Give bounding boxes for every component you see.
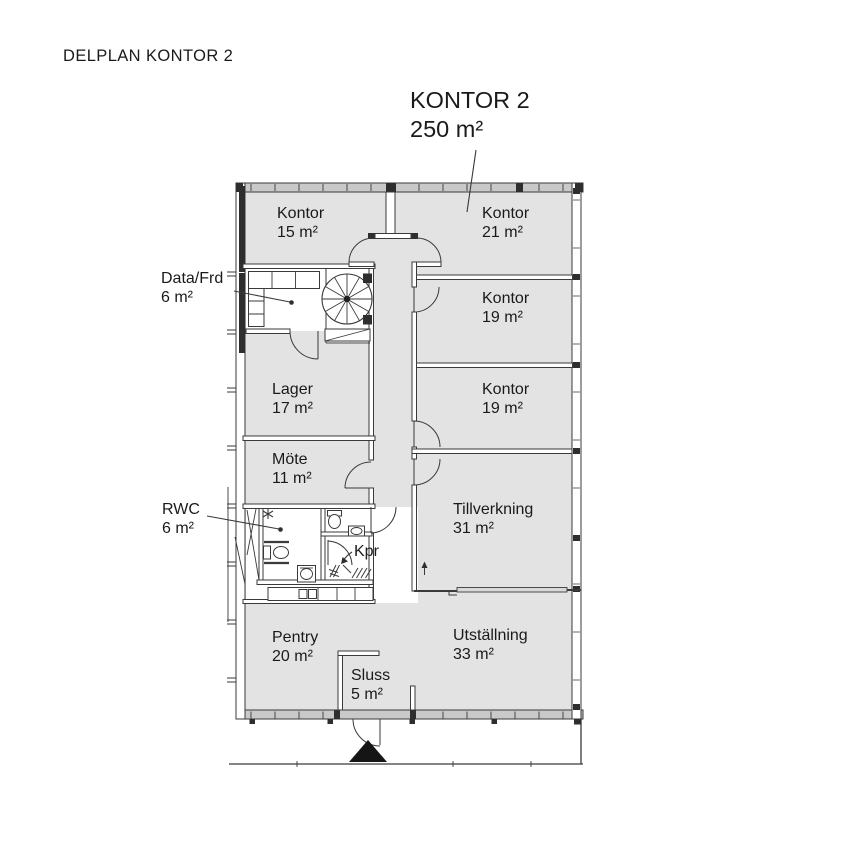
rwc-sink-icon: [297, 565, 316, 583]
leader-lines: [206, 149, 477, 575]
plan-title: KONTOR 2 250 m²: [410, 86, 530, 144]
page-title: DELPLAN KONTOR 2: [63, 47, 234, 65]
plan-title-area: 250 m²: [410, 116, 484, 142]
room-label-sluss: Sluss 5 m²: [351, 667, 391, 703]
wc-toilet-icon: [327, 510, 342, 529]
walkway-line: [229, 719, 583, 767]
room-label-utstallning: Utställning 33 m²: [453, 627, 528, 663]
shelving-icon: [248, 271, 320, 327]
plan-title-name: KONTOR 2: [410, 87, 530, 113]
room-label-mote: Möte 11 m²: [272, 451, 312, 487]
shower-icon: [262, 509, 274, 519]
room-label-kontor-19-upper: Kontor 19 m²: [482, 290, 530, 326]
room-label-tillverkning: Tillverkning 31 m²: [453, 501, 534, 537]
room-label-kontor-21: Kontor 21 m²: [482, 205, 530, 241]
kitchen-counter-icon: [267, 587, 374, 601]
room-label-kontor-15: Kontor 15 m²: [277, 205, 325, 241]
door-swings: [289, 237, 442, 747]
kpr-equipment-icon: [327, 564, 372, 581]
room-label-lager: Lager 17 m²: [272, 381, 313, 417]
wc-sink-icon: [348, 525, 365, 537]
room-label-kontor-19-lower: Kontor 19 m²: [482, 381, 530, 417]
room-label-data-frd: Data/Frd 6 m²: [161, 270, 224, 306]
rwc-toilet-icon: [263, 540, 289, 565]
room-label-kpr: Kpr: [354, 543, 379, 560]
room-label-pentry: Pentry 20 m²: [272, 629, 319, 665]
room-label-rwc: RWC 6 m²: [162, 501, 200, 537]
spiral-staircase-icon: [321, 273, 373, 325]
entrance-arrow-icon: [349, 740, 387, 762]
